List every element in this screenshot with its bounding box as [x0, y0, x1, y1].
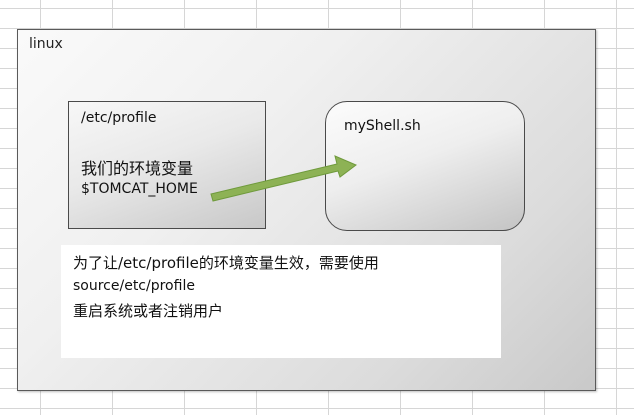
linux-container-label: linux	[29, 36, 63, 52]
env-vars-label: 我们的环境变量	[81, 159, 194, 178]
etc-profile-title: /etc/profile	[81, 110, 157, 126]
note-line-restart-or-logout: 重启系统或者注销用户	[73, 302, 224, 320]
note-line-source-command: source/etc/profile	[73, 278, 195, 294]
note-box	[61, 245, 501, 358]
tomcat-home-variable: $TOMCAT_HOME	[81, 181, 198, 197]
myshell-label: myShell.sh	[344, 118, 421, 134]
note-line-activate-profile: 为了让/etc/profile的环境变量生效，需要使用	[73, 254, 379, 272]
myshell-box	[325, 101, 525, 231]
